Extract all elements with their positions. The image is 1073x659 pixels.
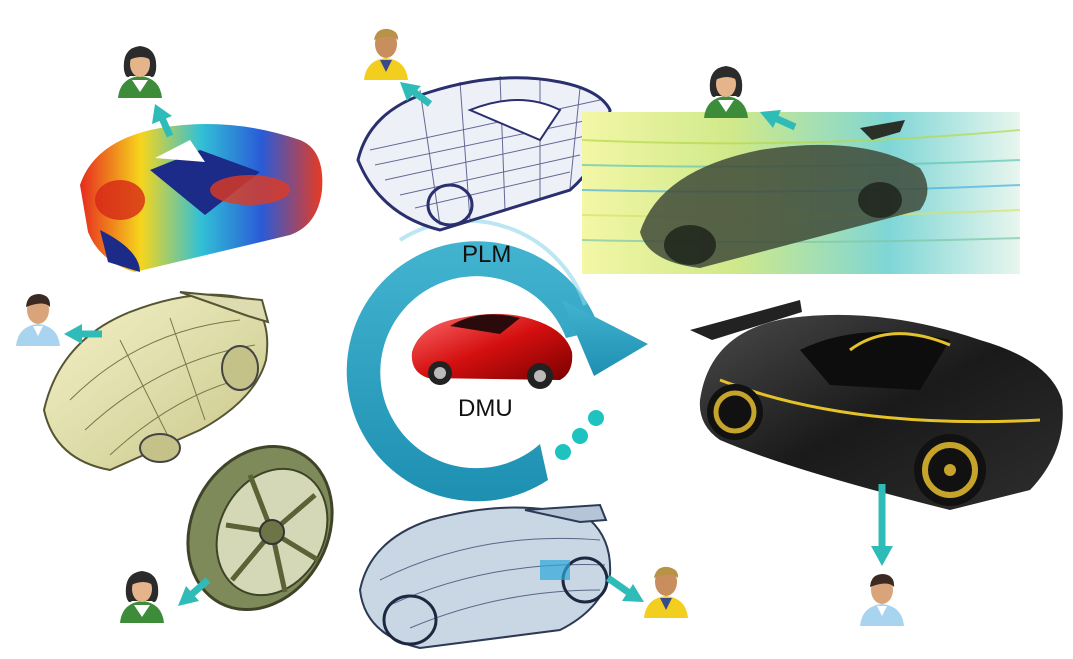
aerodynamics-flow-car <box>581 112 1021 274</box>
continuation-dots <box>555 410 604 460</box>
user-male-bottom-right <box>860 574 904 626</box>
connector-arrows <box>64 82 893 606</box>
user-male-left <box>16 294 60 346</box>
user-female-top-right <box>704 66 748 118</box>
dmu-label: DMU <box>458 395 513 422</box>
transparent-assembly-car <box>358 503 612 650</box>
stress-analysis-car <box>80 124 323 272</box>
central-red-car <box>411 313 573 389</box>
mesh-wireframe-car <box>356 75 612 232</box>
user-female-bottom-left <box>120 571 164 623</box>
surface-model-car <box>42 291 270 472</box>
plm-label: PLM <box>462 241 512 268</box>
wheel-rim-model <box>186 444 334 612</box>
user-female-top-left <box>118 46 162 98</box>
rendered-black-car <box>690 300 1063 510</box>
user-male-top-center <box>364 28 408 80</box>
user-male-bottom-center <box>644 566 688 618</box>
